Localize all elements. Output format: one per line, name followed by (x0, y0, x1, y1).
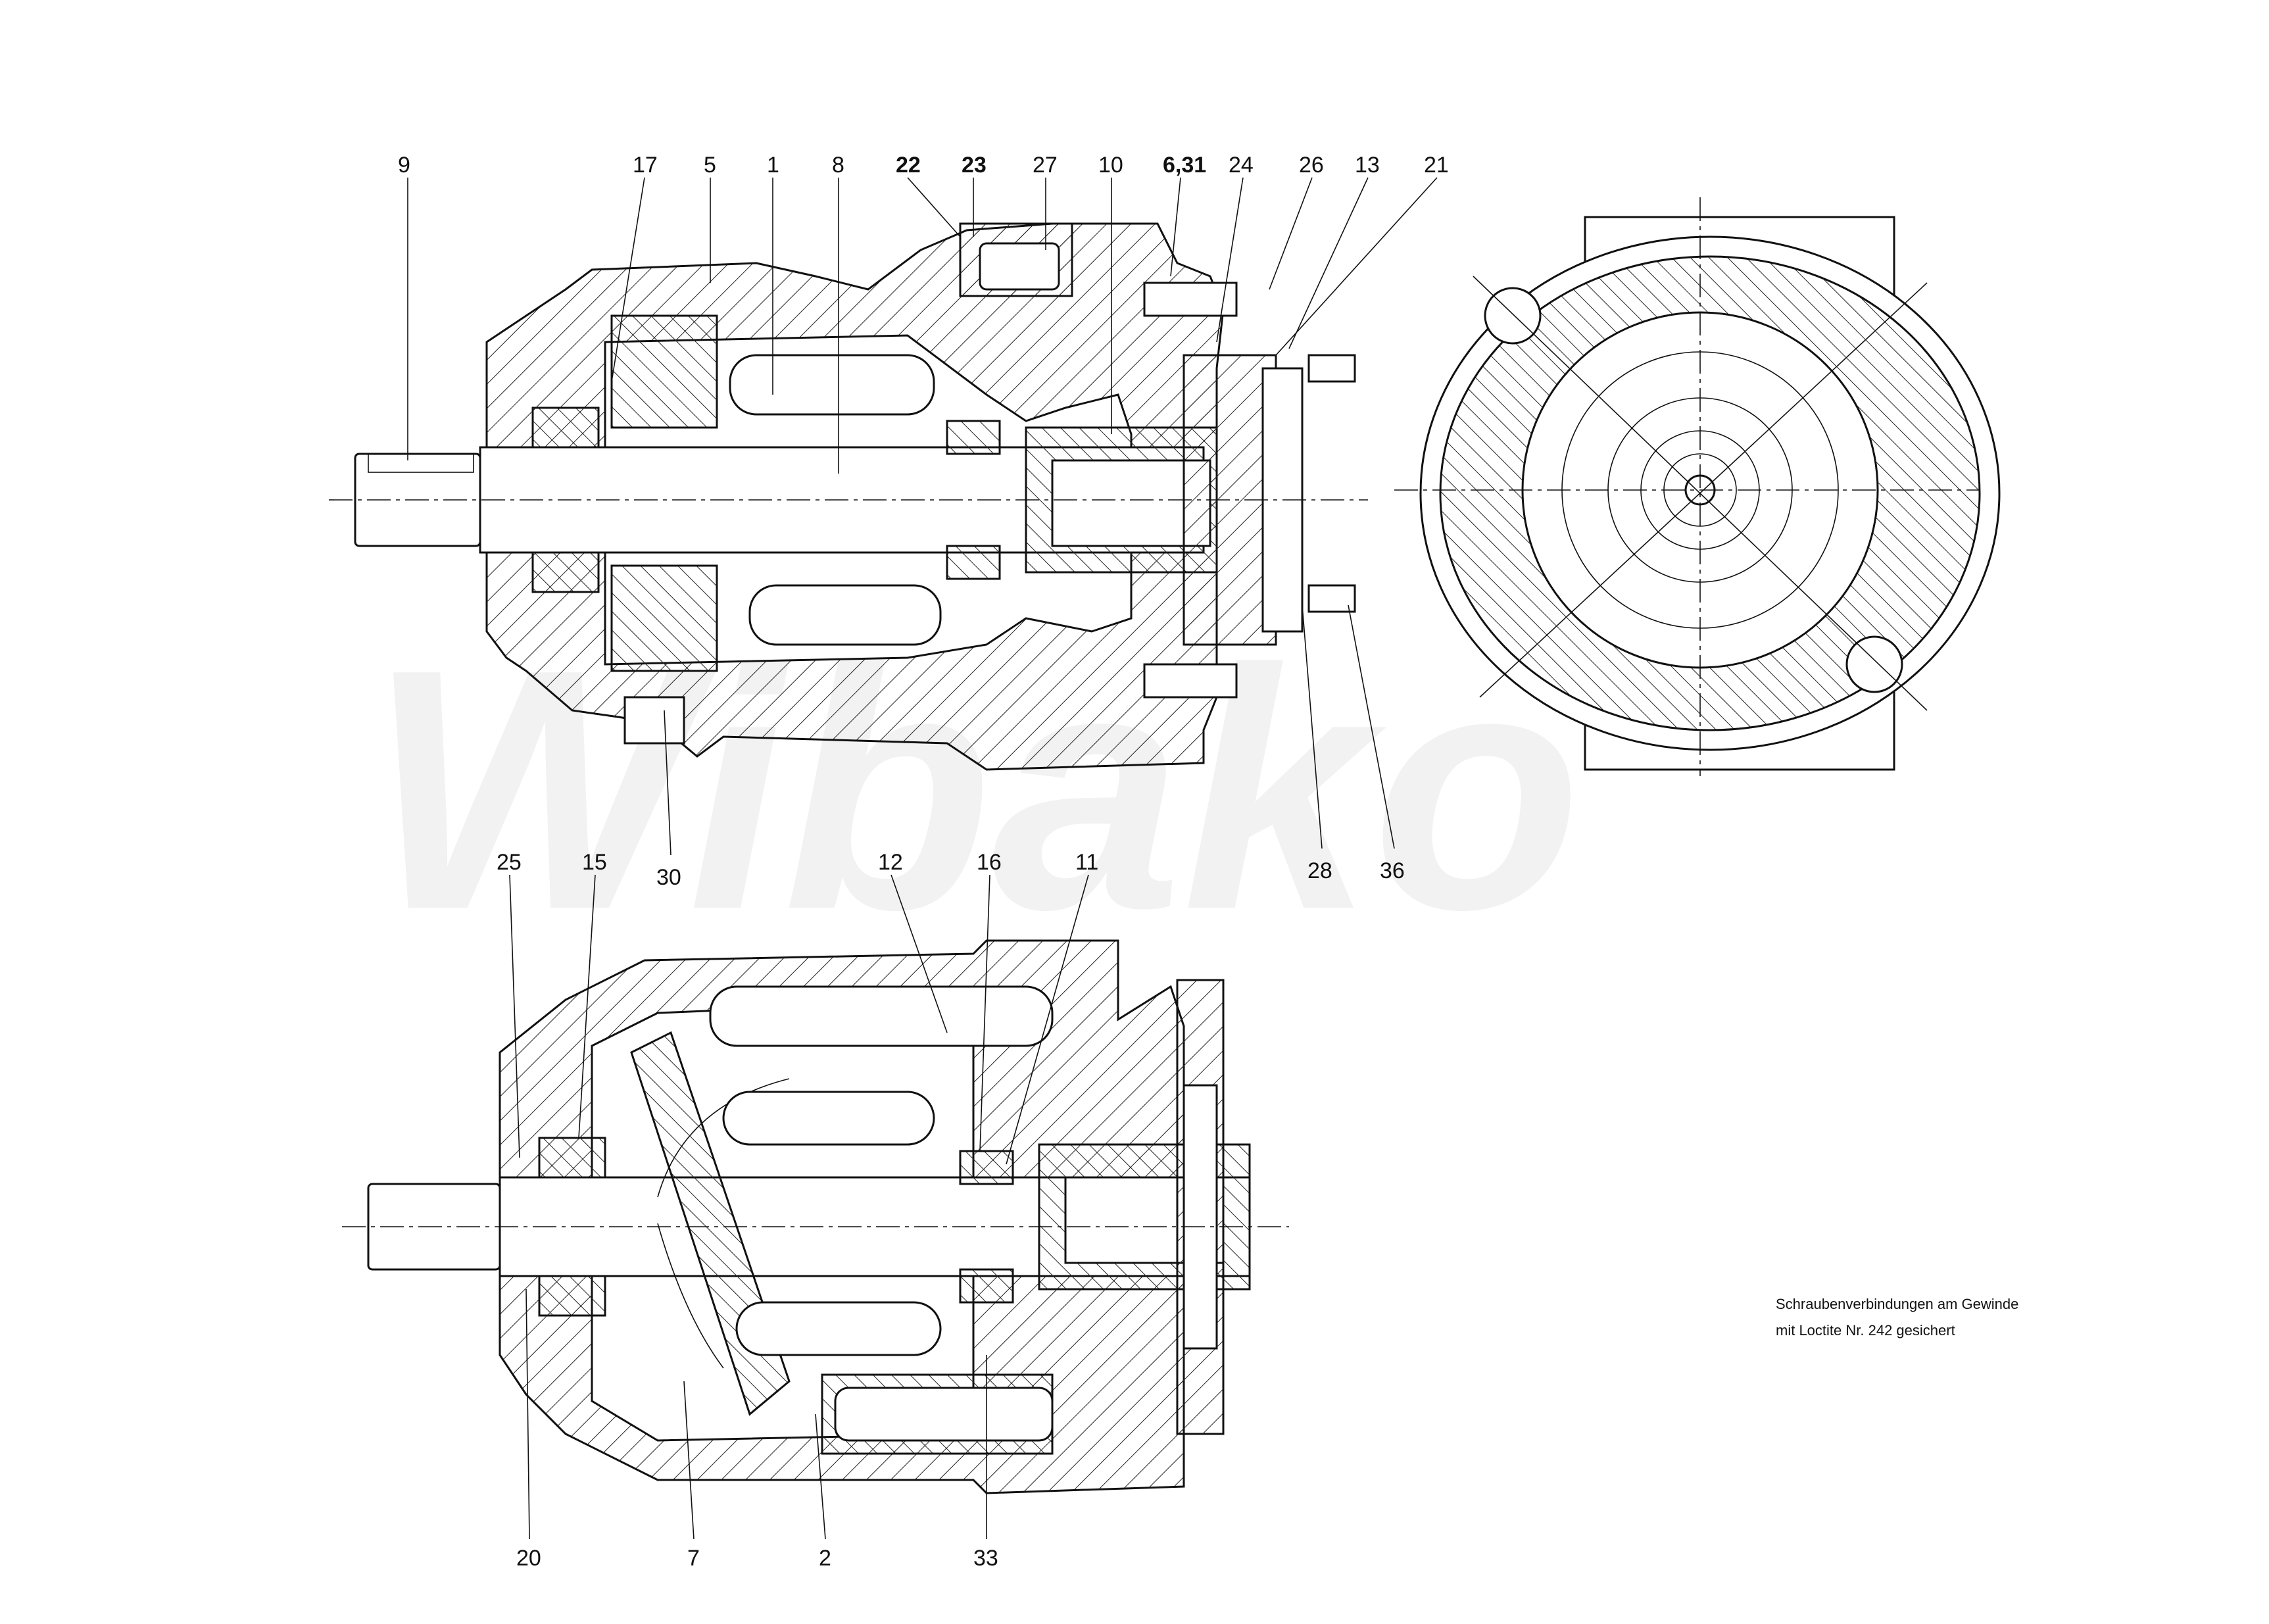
callout-36: 36 (1380, 858, 1405, 883)
callout-20: 20 (516, 1546, 541, 1571)
callout-15: 15 (582, 850, 607, 875)
callout-22: 22 (896, 153, 921, 178)
callout-26: 26 (1299, 153, 1324, 178)
callout-9: 9 (398, 153, 410, 178)
callout-23: 23 (962, 153, 987, 178)
callout-6-31: 6,31 (1163, 153, 1206, 178)
assembly-note: Schraubenverbindungen am Gewinde mit Loc… (1776, 1296, 2018, 1339)
note-line-2: mit Loctite Nr. 242 gesichert (1776, 1322, 1955, 1339)
callout-10: 10 (1098, 153, 1123, 178)
top-callouts: 9 17 5 1 8 22 23 27 10 6,31 24 26 13 21 … (398, 153, 1449, 890)
callout-8: 8 (832, 153, 844, 178)
callout-12: 12 (878, 850, 903, 875)
bottom-section-view (342, 939, 1289, 1494)
callout-21: 21 (1424, 153, 1449, 178)
top-section-view (329, 222, 1368, 771)
callout-16: 16 (977, 850, 1002, 875)
callout-11: 11 (1075, 850, 1098, 875)
callout-28: 28 (1307, 858, 1332, 883)
note-line-1: Schraubenverbindungen am Gewinde (1776, 1296, 2018, 1312)
callout-2: 2 (819, 1546, 831, 1571)
callout-1: 1 (767, 153, 779, 178)
callout-5: 5 (704, 153, 716, 178)
callout-7: 7 (687, 1546, 700, 1571)
callout-33: 33 (973, 1546, 998, 1571)
callout-30: 30 (656, 865, 681, 890)
callout-25: 25 (497, 850, 522, 875)
end-view (1394, 197, 2001, 776)
callout-24: 24 (1229, 153, 1254, 178)
callout-17: 17 (633, 153, 658, 178)
bottom-callouts: 25 15 12 16 11 20 7 2 33 (497, 850, 1098, 1571)
callout-27: 27 (1033, 153, 1058, 178)
callout-13: 13 (1355, 153, 1380, 178)
